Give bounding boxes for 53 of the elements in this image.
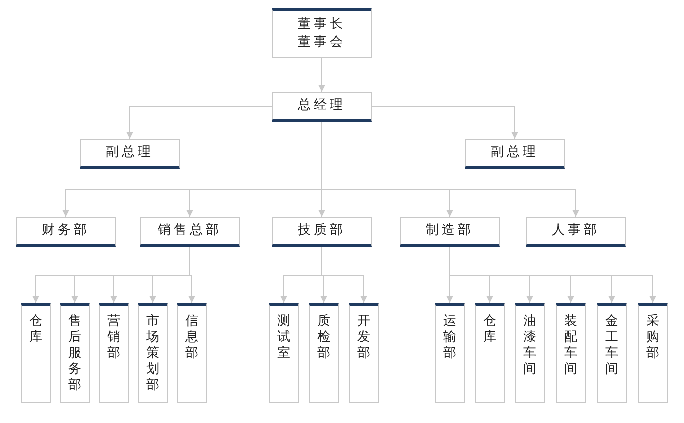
department-box xyxy=(309,303,339,403)
department-box xyxy=(638,303,668,403)
department-box xyxy=(177,303,207,403)
box-label: 售后服务部 xyxy=(68,314,82,394)
box-label: 装配车间 xyxy=(564,314,578,378)
box-label: 总经理 xyxy=(298,97,346,115)
connector-arrow xyxy=(318,58,326,92)
department-box xyxy=(597,303,627,403)
connector-arrow xyxy=(188,246,196,304)
position-box xyxy=(526,217,626,247)
department-box xyxy=(435,303,465,403)
box-label: 仓库 xyxy=(483,314,497,346)
department-box xyxy=(269,303,299,403)
position-box xyxy=(272,92,372,122)
box-label: 董事会 xyxy=(298,34,346,52)
box-label: 开发部 xyxy=(357,314,371,362)
department-box xyxy=(138,303,168,403)
box-label: 质检部 xyxy=(317,314,331,362)
position-box xyxy=(16,217,116,247)
box-label: 采购部 xyxy=(646,314,660,362)
position-box xyxy=(400,217,500,247)
position-box xyxy=(465,139,565,169)
department-box xyxy=(556,303,586,403)
connector-arrow xyxy=(126,106,272,140)
box-label: 信息部 xyxy=(185,314,199,362)
box-label: 销售总部 xyxy=(158,222,222,240)
connector-arrow xyxy=(322,246,368,304)
box-label: 仓库 xyxy=(29,314,43,346)
box-label: 运输部 xyxy=(443,314,457,362)
position-box xyxy=(140,217,240,247)
box-label: 油漆车间 xyxy=(523,314,537,378)
department-box xyxy=(515,303,545,403)
department-box xyxy=(349,303,379,403)
box-label: 人事部 xyxy=(552,222,600,240)
box-label: 副总理 xyxy=(491,144,539,162)
position-box xyxy=(272,217,372,247)
department-box xyxy=(99,303,129,403)
connector-arrow xyxy=(450,246,656,304)
department-box xyxy=(21,303,51,403)
box-label: 副总理 xyxy=(106,144,154,162)
box-label: 董事长 xyxy=(298,16,346,34)
box-label: 技质部 xyxy=(298,222,346,240)
position-box xyxy=(80,139,180,169)
box-label: 制造部 xyxy=(426,222,474,240)
department-box xyxy=(60,303,90,403)
connector-arrow xyxy=(372,106,518,140)
box-label: 测试室 xyxy=(277,314,291,362)
department-box xyxy=(475,303,505,403)
box-label: 财务部 xyxy=(42,222,90,240)
box-label: 营销部 xyxy=(107,314,121,362)
box-label: 金工车间 xyxy=(605,314,619,378)
box-label: 市场策划部 xyxy=(146,314,160,394)
position-box xyxy=(272,8,372,58)
